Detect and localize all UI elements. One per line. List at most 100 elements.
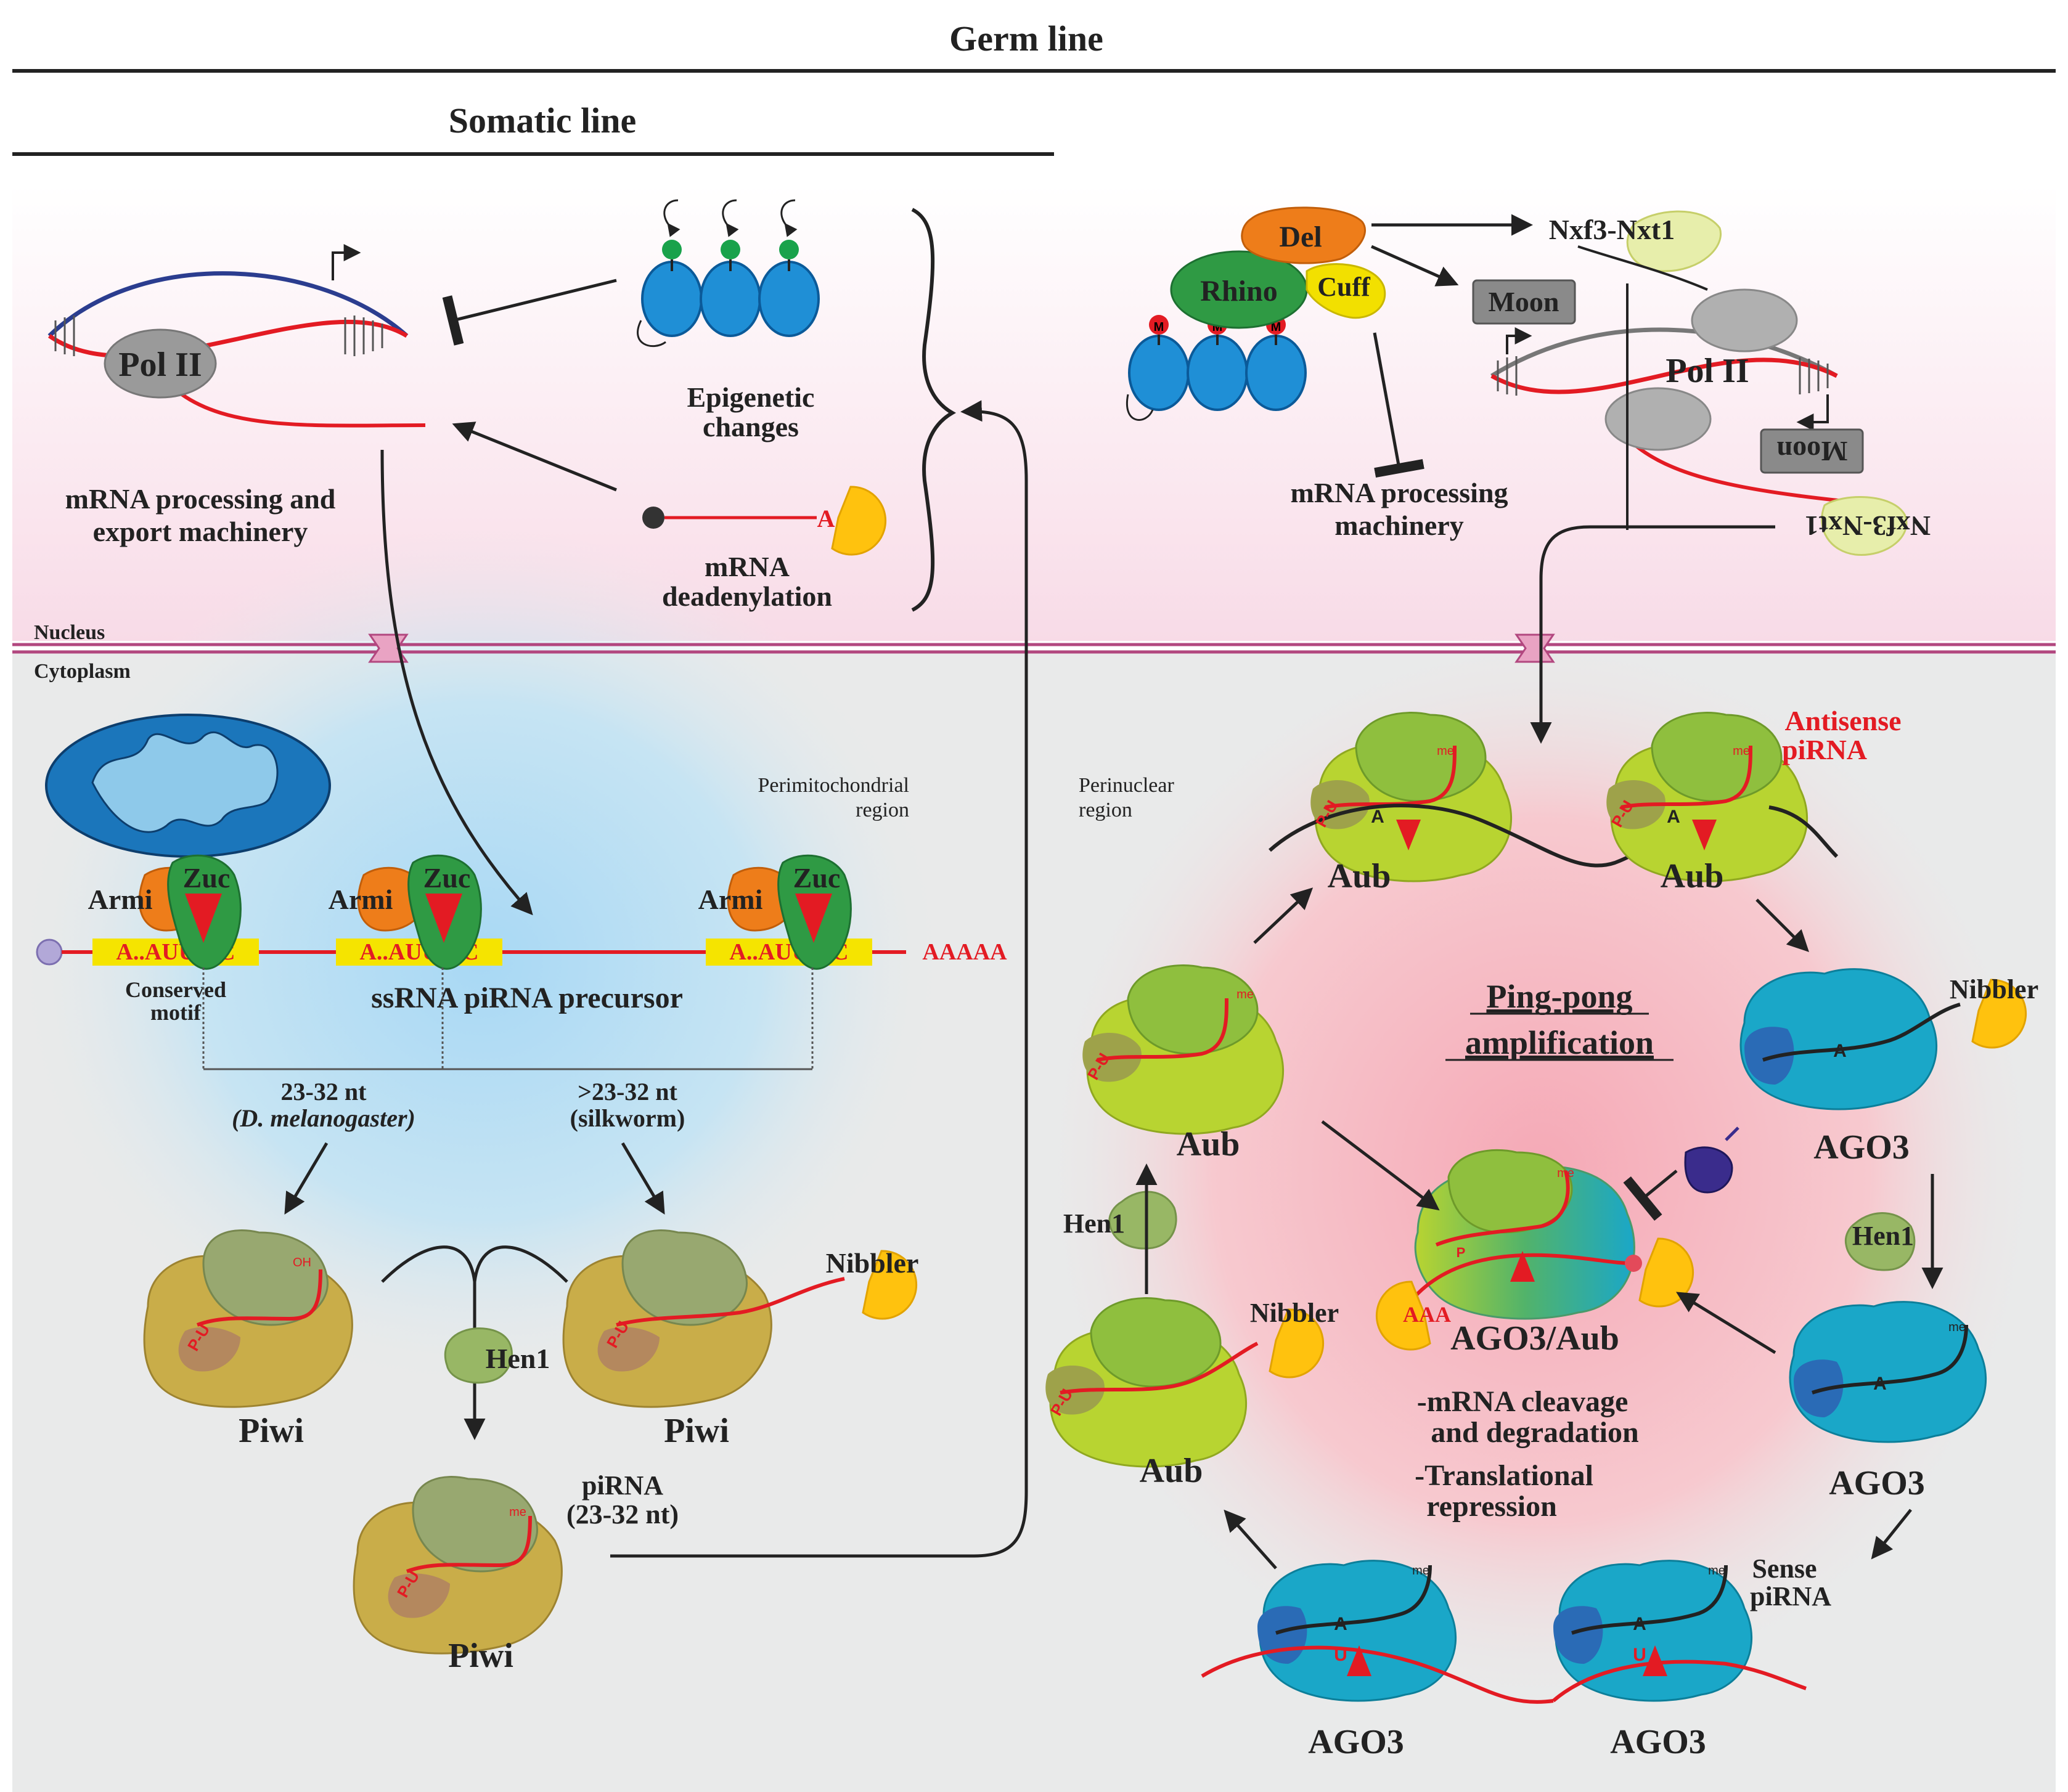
somatic-dna [47, 244, 426, 428]
deadenylation-icon [642, 486, 887, 556]
somatic-nucleosomes [637, 199, 820, 348]
deadenylation-label-2: deadenylation [662, 580, 832, 612]
feedback-arrow [610, 400, 1028, 1558]
me-ago3-2: me [1948, 1321, 1966, 1334]
me-central: me [1557, 1167, 1574, 1180]
pol2-germ-label: Pol II [1665, 352, 1749, 390]
nuclear-membrane [12, 633, 2056, 663]
conserved-motif-label-1: Conserved [125, 977, 226, 1002]
a-label-aub1: A [1371, 807, 1384, 827]
length-dm: 23-32 nt [281, 1078, 367, 1106]
del-label: Del [1279, 221, 1322, 253]
aub-label-4: Aub [1140, 1452, 1203, 1490]
mrna-processing-label-2: export machinery [93, 516, 308, 547]
a-label-ago3-3: A [1334, 1614, 1347, 1634]
armi-label-2: Armi [329, 884, 393, 915]
deadenylation-label-1: mRNA [705, 551, 790, 582]
aub-label-3: Aub [1177, 1125, 1240, 1163]
nxf3-blob-bottom [1821, 496, 1908, 556]
ago3-complex-bottom-right [1552, 1560, 1807, 1703]
aub-complex-left-middle [1082, 964, 1285, 1135]
moon-box-top [1472, 279, 1576, 325]
aaa-label: AAA [1403, 1302, 1451, 1327]
hen1-label-ago3: Hen1 [1852, 1221, 1914, 1251]
nxf3-bottom-label: Nxf3-Nxt1 [1805, 510, 1931, 542]
ago3-complex-right-top [1739, 968, 2027, 1110]
inhibitor-bar [1623, 1170, 1678, 1221]
moon-box-bottom: Moon [1760, 428, 1864, 474]
sense-label-1: Sense [1752, 1554, 1817, 1584]
cuff-protein [1306, 263, 1386, 319]
u-label-ago3-3: U [1334, 1645, 1347, 1665]
ago3-aub-label: AGO3/Aub [1450, 1319, 1619, 1358]
inhibitor-tail [1725, 1126, 1739, 1141]
hen1-label-somatic: Hen1 [486, 1343, 550, 1374]
del-protein [1241, 206, 1367, 264]
methyl-mark-3: M [1271, 320, 1281, 334]
moon-top-label: Moon [1489, 286, 1559, 317]
hen1-label-aub: Hen1 [1063, 1208, 1125, 1239]
oh-label: OH [293, 1256, 311, 1269]
poly-a-letter: A [817, 505, 835, 532]
perimitochondrial-label-1: Perimitochondrial [758, 774, 909, 797]
antisense-label-1: Antisense [1784, 705, 1901, 736]
ago3-label-1: AGO3 [1813, 1128, 1910, 1167]
piwi-label-mature: Piwi [448, 1637, 513, 1675]
piwi-complex-right [562, 1229, 918, 1408]
p-central: P [1457, 1245, 1466, 1260]
pol2-germ-top [1691, 288, 1798, 352]
epigenetic-label-2: changes [703, 411, 799, 442]
armi-label-1: Armi [88, 884, 153, 915]
me-aub2: me [1733, 744, 1750, 758]
me-label-mature: me [509, 1505, 526, 1519]
ago3-complex-bottom-left [1201, 1560, 1554, 1704]
piwi-complex-mature [353, 1476, 563, 1655]
mitochondrion-cristae [91, 731, 279, 833]
cytoplasm-label: Cytoplasm [34, 660, 131, 683]
perimitochondrial-label-2: region [856, 799, 909, 821]
nxf3-bottom-rotated: Nxf3-Nxt1 [1805, 510, 1931, 542]
a-label-ago3-2: A [1873, 1374, 1887, 1394]
epigenetic-inhibition [442, 279, 617, 346]
export-arrow-somatic [380, 449, 533, 916]
aub-complex-left-bottom [1045, 1297, 1325, 1468]
rhino-label: Rhino [1200, 275, 1277, 307]
sense-label-2: piRNA [1750, 1581, 1831, 1611]
ago3-label-2: AGO3 [1829, 1464, 1925, 1502]
export-arrow-germ [1530, 525, 1775, 744]
epigenetic-label-1: Epigenetic [687, 381, 815, 413]
effect-4: repression [1426, 1490, 1557, 1523]
antisense-label-2: piRNA [1782, 734, 1867, 765]
nxf3-top-label: Nxf3-Nxt1 [1549, 214, 1675, 245]
hen1-aub [1108, 1191, 1177, 1250]
pingpong-title-1: Ping-pong [1486, 978, 1632, 1015]
armi-zuc-complex-3 [727, 854, 852, 970]
ago3-label-4: AGO3 [1610, 1723, 1706, 1761]
aub-complex-top-left [1269, 712, 1770, 882]
nibbler-label-ago3: Nibbler [1950, 974, 2038, 1004]
methyl-mark-1: M [1154, 320, 1164, 334]
effect-1: -mRNA cleavage [1417, 1385, 1629, 1418]
nucleus-label: Nucleus [34, 621, 105, 644]
species-dm: (D. melanogaster) [232, 1104, 415, 1132]
effect-2: and degradation [1431, 1416, 1638, 1449]
poly-a-tail: AAAAA [922, 939, 1007, 965]
a-label-ago3-4: A [1633, 1614, 1646, 1634]
perinuclear-label-2: region [1079, 799, 1132, 821]
ago3-aub-central-complex [1375, 1149, 1694, 1351]
piwi-complex-left [143, 1229, 353, 1408]
me-aub3: me [1236, 988, 1254, 1001]
pol2-somatic [104, 328, 217, 399]
armi-zuc-complex-2 [357, 854, 482, 970]
length-sw: >23-32 nt [578, 1078, 677, 1106]
moon-bottom-label: Moon [1777, 436, 1848, 467]
cuff-label: Cuff [1317, 272, 1371, 302]
ago3-complex-right-middle [1789, 1301, 1987, 1443]
sw-arrow [621, 1142, 665, 1215]
mrna-processing-label-1: mRNA processing and [65, 483, 336, 515]
effects-brace [911, 208, 957, 612]
germ-mrna-machinery-1: mRNA processing [1290, 477, 1508, 508]
nibbler-label-somatic: Nibbler [826, 1247, 919, 1279]
u-label-ago3-4: U [1633, 1645, 1646, 1665]
me-aub1: me [1437, 744, 1454, 758]
